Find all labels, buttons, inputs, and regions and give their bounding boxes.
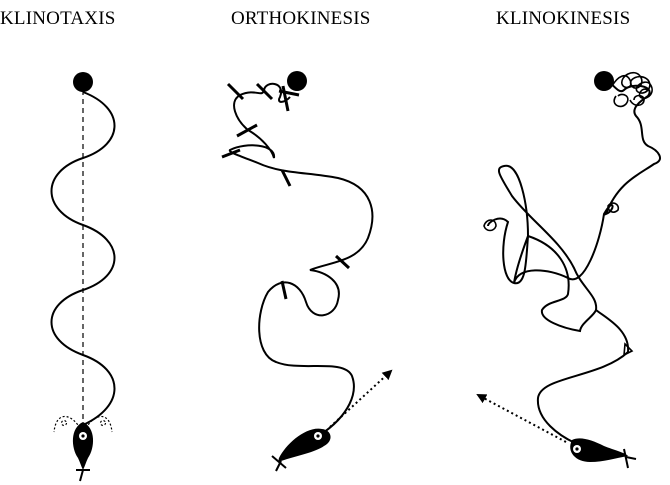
zigzag-path [52, 92, 115, 425]
stimulus-source-icon [594, 71, 614, 91]
stimulus-source-icon [287, 71, 307, 91]
panel-orthokinesis [222, 71, 391, 471]
panel-klinotaxis [52, 72, 115, 481]
organism-icon [570, 438, 636, 468]
random-walk-path [514, 76, 660, 443]
stimulus-source-icon [73, 72, 93, 92]
turn-marker-icon [222, 84, 349, 299]
random-walk-loop [488, 166, 596, 310]
organism-icon [73, 422, 93, 481]
panel-klinokinesis [478, 71, 660, 468]
random-walk-path [230, 84, 373, 435]
direction-arrow-icon [478, 395, 566, 442]
organism-icon [272, 429, 331, 471]
